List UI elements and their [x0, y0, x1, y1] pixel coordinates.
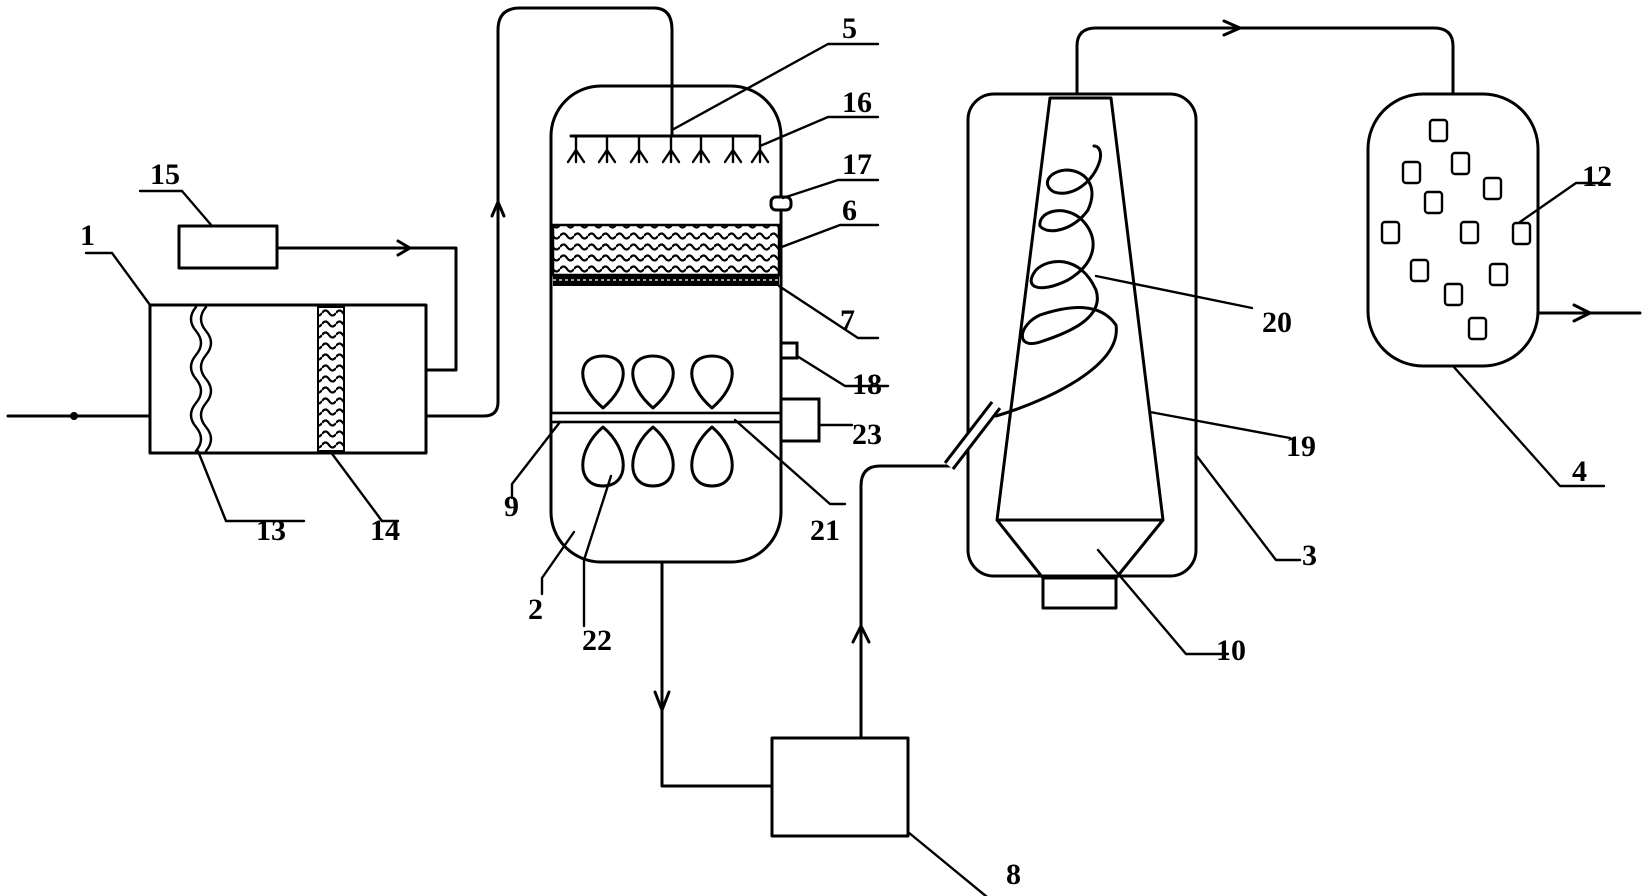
granule [1459, 220, 1480, 245]
adsorption-tank [1366, 92, 1540, 368]
spray-nozzle [750, 134, 770, 164]
spray-nozzle [629, 134, 649, 164]
label-5: 5 [842, 12, 857, 45]
filter-screen-14 [317, 306, 345, 452]
callout-labels: 1 15 13 14 5 16 17 6 7 18 23 9 21 2 22 8… [80, 12, 1612, 891]
label-1: 1 [80, 219, 95, 252]
label-16: 16 [842, 86, 872, 119]
pump-unit [770, 736, 910, 838]
label-9: 9 [504, 490, 519, 523]
label-22: 22 [582, 624, 612, 657]
mesh-layer [553, 275, 779, 286]
label-6: 6 [842, 194, 857, 227]
label-8: 8 [1006, 858, 1021, 891]
gas-bubbles [581, 354, 734, 488]
spray-nozzle [691, 134, 711, 164]
label-19: 19 [1286, 430, 1316, 463]
label-20: 20 [1262, 306, 1292, 339]
granule [1488, 262, 1509, 287]
granule [1450, 151, 1471, 176]
sensor-18 [779, 341, 799, 360]
granule [1511, 221, 1532, 246]
demister-packing [551, 223, 781, 277]
inlet-pipe [6, 412, 152, 420]
filter-screen-13 [189, 305, 213, 453]
label-17: 17 [842, 148, 872, 181]
label-12: 12 [1582, 160, 1612, 193]
absorption-tower [549, 84, 821, 564]
label-15: 15 [150, 158, 180, 191]
spray-nozzle [723, 134, 743, 164]
label-10: 10 [1216, 634, 1246, 667]
liquid-pipe-to-pump [653, 560, 774, 788]
sparger-pipe [549, 411, 783, 424]
cyclone-separator [943, 92, 1198, 610]
spray-header [566, 134, 770, 164]
label-23: 23 [852, 418, 882, 451]
granule [1409, 258, 1430, 283]
label-21: 21 [810, 514, 840, 547]
label-3: 3 [1302, 539, 1317, 572]
spray-nozzle [597, 134, 617, 164]
outlet-pipe [1536, 303, 1642, 323]
label-2: 2 [528, 593, 543, 626]
label-14: 14 [370, 514, 400, 547]
gas-pipe-to-tower [424, 6, 674, 418]
pump-23 [779, 397, 821, 443]
spray-nozzle [566, 134, 586, 164]
granule [1482, 176, 1503, 201]
granule [1380, 220, 1401, 245]
label-13: 13 [256, 514, 286, 547]
pretreatment-unit [148, 303, 428, 455]
granule [1423, 190, 1444, 215]
spiral-coil [994, 144, 1118, 418]
gas-pipe-to-adsorber [1075, 19, 1455, 96]
label-7: 7 [840, 304, 855, 337]
leader-lines [84, 42, 1606, 896]
granule [1401, 160, 1422, 185]
label-18: 18 [852, 368, 882, 401]
granule [1428, 118, 1449, 143]
spray-nozzle [661, 134, 681, 164]
adsorbent-granules [1380, 118, 1532, 341]
spray-nozzles [566, 134, 770, 164]
granule [1443, 282, 1464, 307]
pipe-to-separator [851, 464, 953, 740]
sensor-17 [769, 195, 793, 212]
granule [1467, 316, 1488, 341]
dosing-unit [177, 224, 458, 372]
label-4: 4 [1572, 455, 1587, 488]
